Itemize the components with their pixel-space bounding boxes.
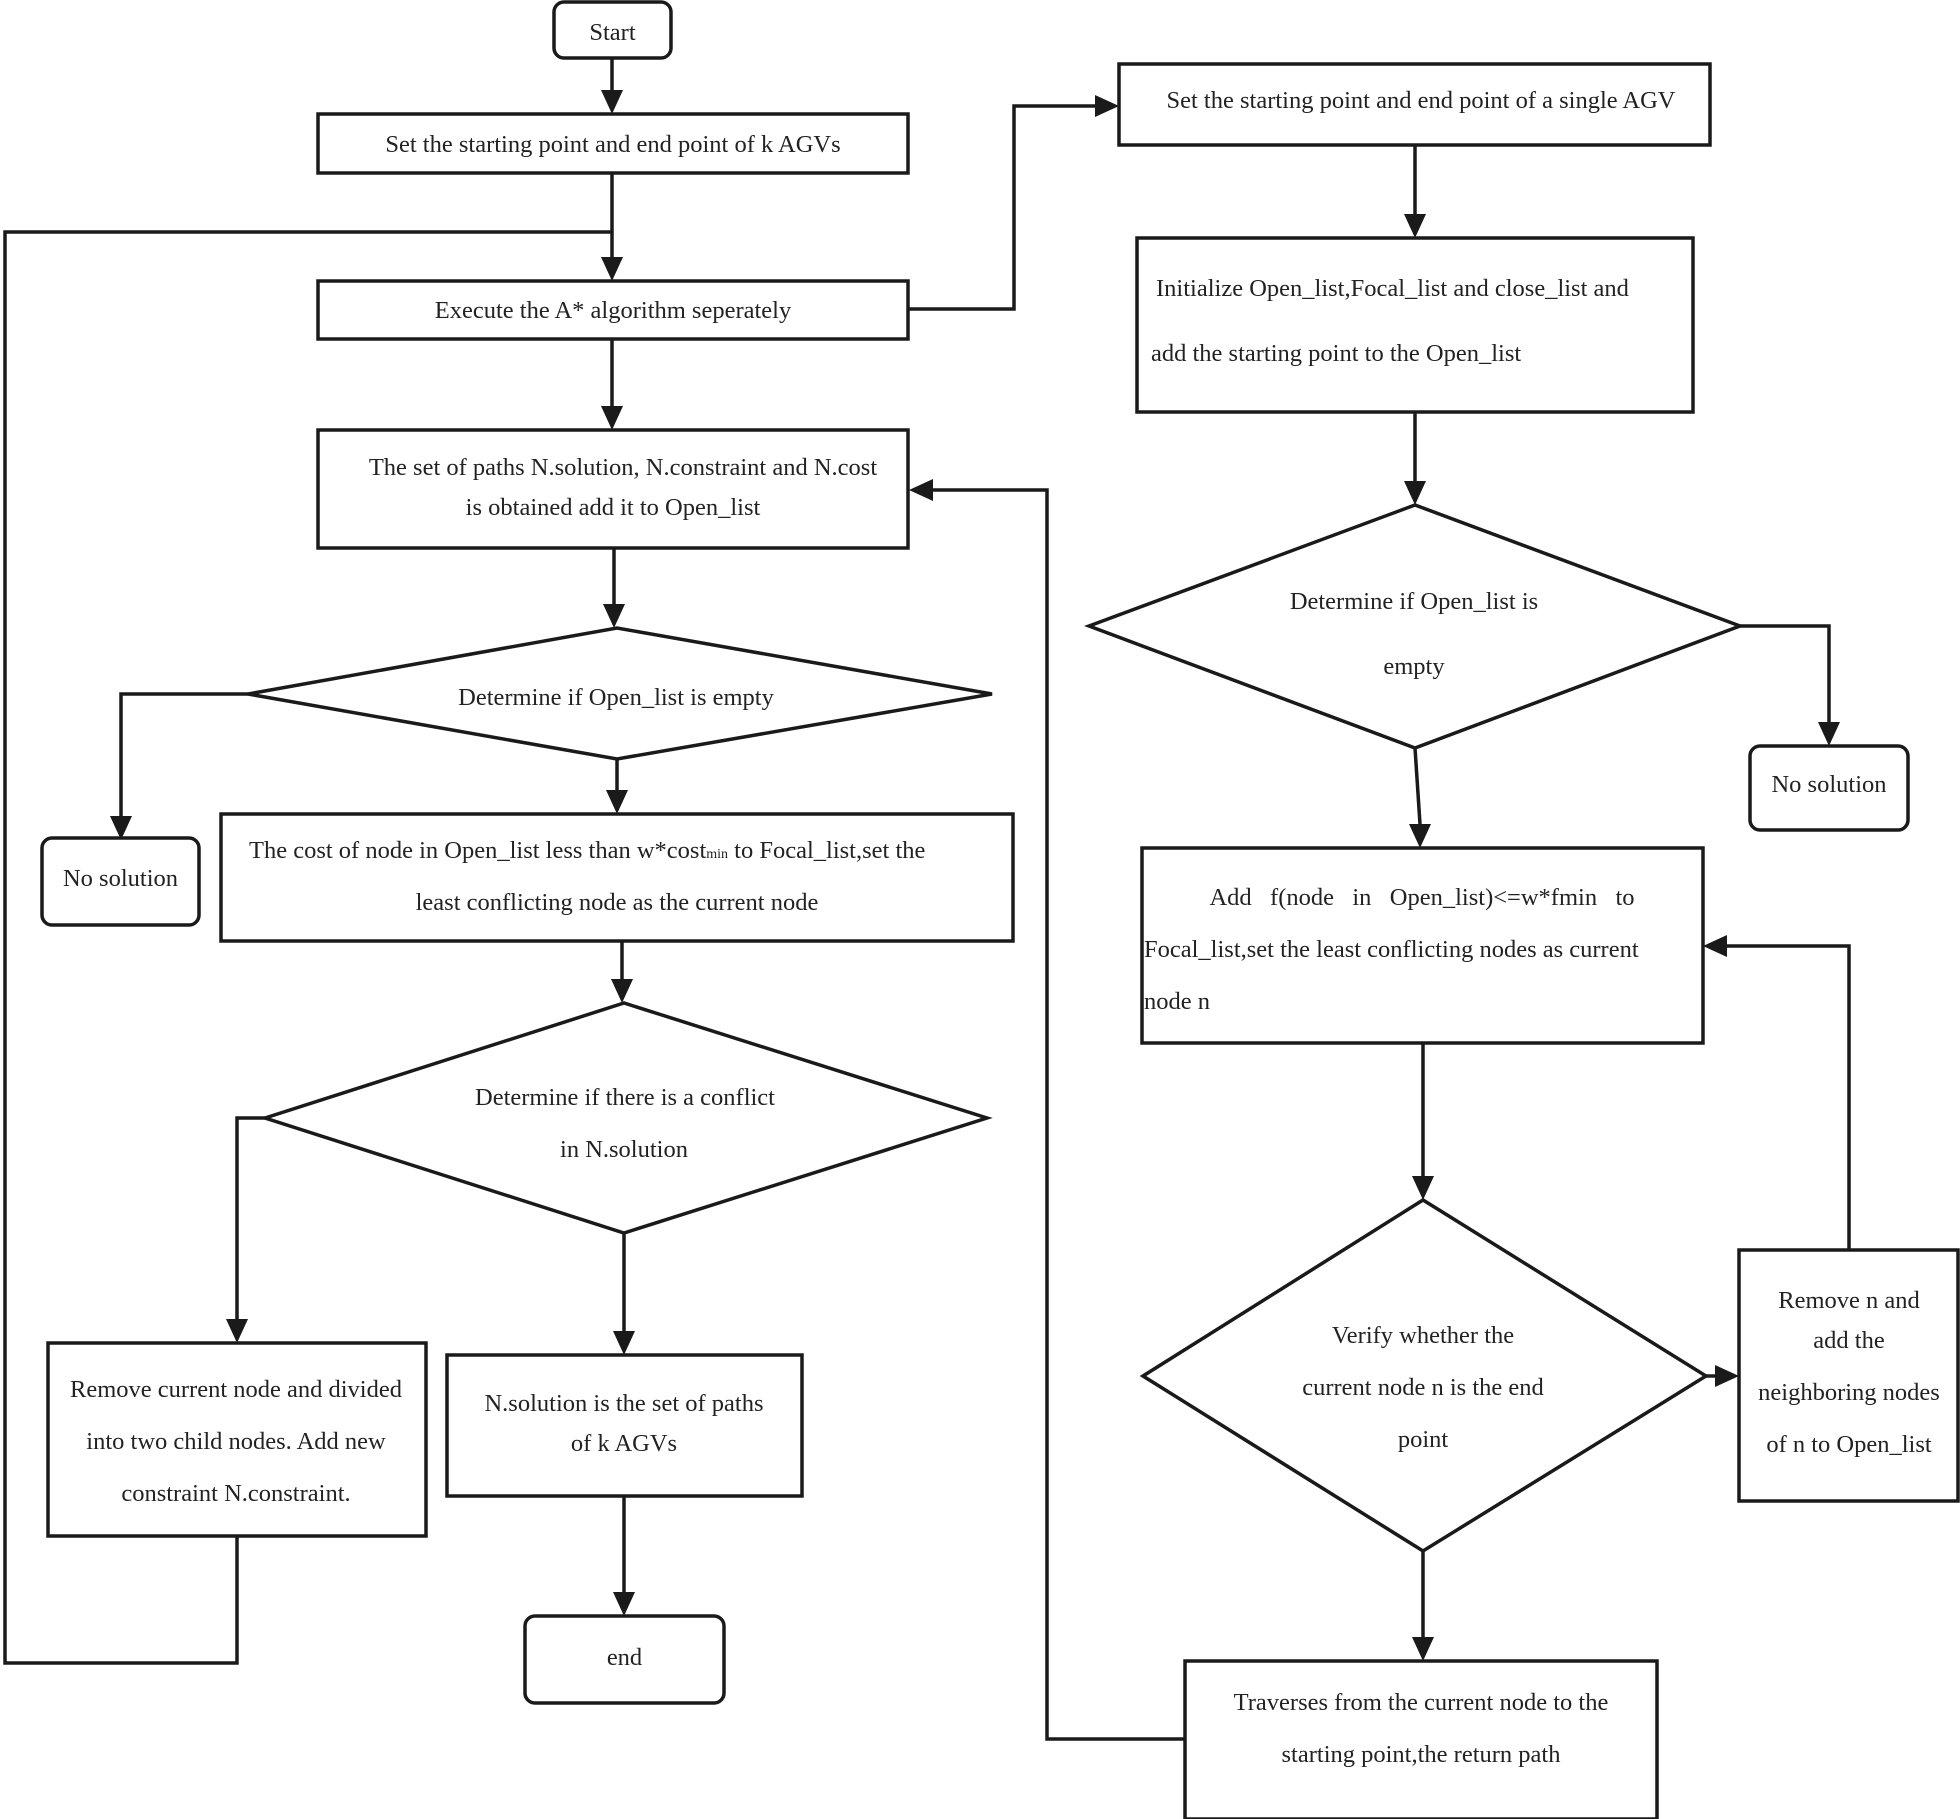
edge-open-empty-right-to-add-focal (1413, 747, 1422, 825)
arrowhead (226, 1319, 248, 1343)
open-list-empty-right-line-2: empty (1383, 653, 1445, 680)
connectors (3, 55, 1851, 1741)
remove-n-line-3: neighboring nodes (1758, 1379, 1940, 1406)
edge-traverse-to-paths (933, 488, 1185, 1741)
traverse-line-1: Traverses from the current node to the (1234, 1689, 1609, 1716)
set-k-agvs-box: Set the starting point and end point of … (316, 112, 910, 175)
paths-set-line-2: is obtained add it to Open_list (466, 494, 761, 521)
open-list-empty-decision-left: Determine if Open_list is empty (247, 626, 993, 761)
set-single-agv-box: Set the starting point and end point of … (1117, 62, 1712, 147)
conflict-decision: Determine if there is a conflict in N.so… (259, 1001, 993, 1235)
initialize-lists-line-1: Initialize Open_list,Focal_list and clos… (1156, 275, 1629, 302)
arrowhead (1703, 935, 1727, 957)
open-list-empty-decision-right: Determine if Open_list is empty (1083, 503, 1745, 750)
remove-n-line-2: add the (1813, 1327, 1885, 1354)
edge-open-empty-right-to-no-solution (1740, 624, 1831, 722)
remove-current-line-2: into two child nodes. Add new (86, 1428, 386, 1455)
traverse-line-2: starting point,the return path (1282, 1741, 1561, 1768)
verify-line-1: Verify whether the (1332, 1322, 1514, 1349)
arrowhead (1095, 95, 1119, 117)
arrowhead (1715, 1365, 1739, 1387)
remove-current-line-3: constraint N.constraint. (121, 1480, 350, 1507)
no-solution-right-node: No solution (1748, 744, 1910, 832)
arrowhead (601, 406, 623, 430)
arrowhead (1404, 214, 1426, 238)
solution-set-box: N.solution is the set of paths of k AGVs (445, 1353, 804, 1498)
execute-astar-label: Execute the A* algorithm seperately (435, 297, 792, 324)
remove-n-line-4: of n to Open_list (1766, 1431, 1932, 1458)
set-single-agv-label: Set the starting point and end point of … (1167, 87, 1676, 114)
add-to-focal-box: Add f(node in Open_list)<=w*fmin to Foca… (1140, 846, 1705, 1045)
arrowhead (613, 1592, 635, 1616)
edge-open-empty-to-no-solution (119, 692, 248, 816)
solution-set-line-1: N.solution is the set of paths (484, 1390, 763, 1417)
conflict-line-2: in N.solution (560, 1136, 688, 1163)
open-list-empty-label-left: Determine if Open_list is empty (458, 684, 774, 711)
no-solution-left-node: No solution (40, 836, 201, 927)
focal-list-line-2: least conflicting node as the current no… (416, 889, 819, 916)
focal-list-text-a: The cost of node in Open_list less than … (249, 837, 706, 864)
solution-set-line-2: of k AGVs (571, 1430, 677, 1457)
execute-astar-box: Execute the A* algorithm seperately (316, 279, 910, 341)
edge-remove-n-to-add-focal (1727, 944, 1851, 1250)
arrowhead (909, 479, 933, 501)
add-to-focal-line-1: Add f(node in Open_list)<=w*fmin to (1209, 884, 1634, 911)
arrowhead (603, 604, 625, 628)
arrowhead (613, 1331, 635, 1355)
start-label: Start (589, 19, 635, 46)
add-to-focal-line-2: Focal_list,set the least conflicting nod… (1144, 936, 1639, 963)
arrowhead (1818, 722, 1840, 746)
cost-min-subscript: min (706, 847, 728, 862)
verify-line-3: point (1398, 1426, 1449, 1453)
traverse-path-box: Traverses from the current node to the s… (1183, 1659, 1659, 1819)
paths-set-box: The set of paths N.solution, N.constrain… (316, 428, 910, 550)
arrowhead (611, 979, 633, 1003)
end-label: end (607, 1644, 642, 1671)
end-node: end (523, 1614, 726, 1705)
open-list-empty-right-line-1: Determine if Open_list is (1290, 588, 1538, 615)
arrowhead (601, 257, 623, 281)
paths-set-line-1: The set of paths N.solution, N.constrain… (369, 454, 877, 481)
focal-list-box: The cost of node in Open_list less than … (219, 812, 1015, 943)
arrowhead (110, 816, 132, 840)
set-k-agvs-label: Set the starting point and end point of … (385, 131, 840, 158)
initialize-lists-box: Initialize Open_list,Focal_list and clos… (1135, 236, 1695, 414)
edge-conflict-to-remove (235, 1116, 265, 1319)
arrowhead (1409, 824, 1431, 848)
add-to-focal-line-3: node n (1144, 988, 1210, 1015)
arrowhead (1404, 481, 1426, 505)
initialize-lists-line-2: add the starting point to the Open_list (1151, 340, 1521, 367)
edge-remove-loop-back (3, 230, 612, 1665)
remove-n-line-1: Remove n and (1778, 1287, 1920, 1314)
focal-list-text-b: to Focal_list,set the (728, 837, 925, 864)
remove-current-node-box: Remove current node and divided into two… (46, 1341, 428, 1538)
arrowhead (606, 790, 628, 814)
verify-line-2: current node n is the end (1302, 1374, 1544, 1401)
remove-current-line-1: Remove current node and divided (70, 1376, 402, 1403)
arrowhead (601, 90, 623, 114)
arrowhead (1412, 1637, 1434, 1661)
conflict-line-1: Determine if there is a conflict (475, 1084, 775, 1111)
remove-n-box: Remove n and add the neighboring nodes o… (1737, 1248, 1960, 1503)
focal-list-line-1: The cost of node in Open_list less than … (249, 837, 926, 864)
no-solution-right-label: No solution (1771, 771, 1886, 798)
no-solution-left-label: No solution (63, 865, 178, 892)
arrowhead (1412, 1176, 1434, 1200)
edge-exec-to-set-single (908, 104, 1095, 311)
start-node: Start (552, 0, 673, 60)
verify-end-point-decision: Verify whether the current node n is the… (1139, 1197, 1710, 1554)
